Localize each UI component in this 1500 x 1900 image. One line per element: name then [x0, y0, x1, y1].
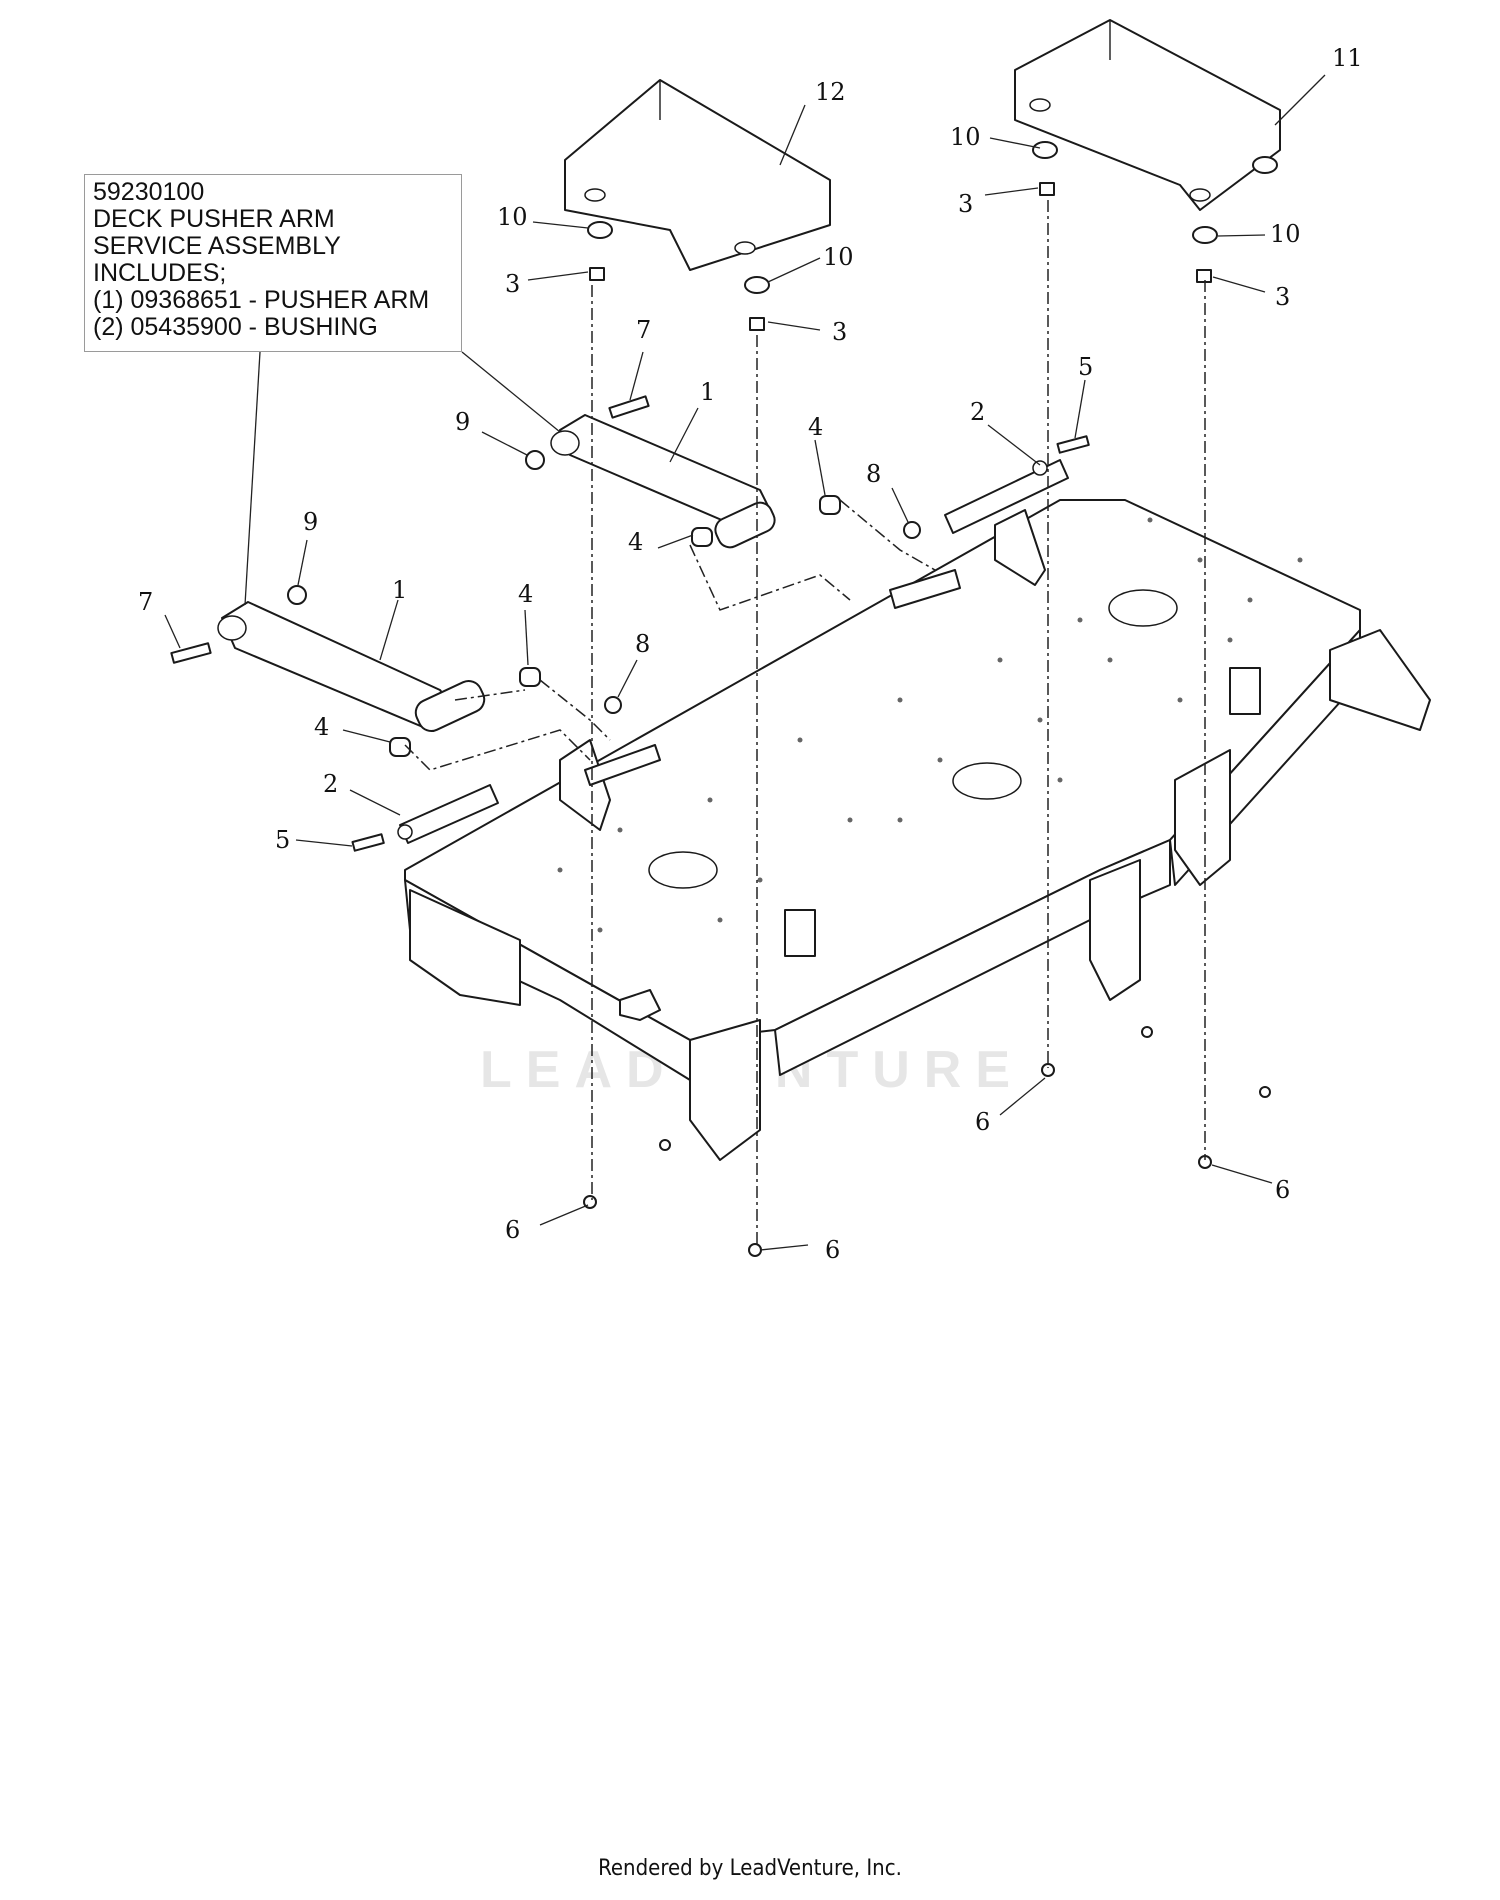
callout-4: 4 [808, 413, 823, 441]
callout-4: 4 [628, 528, 643, 556]
deck-cover-right [1014, 19, 1281, 211]
callout-labels: 12 11 10 3 10 3 10 3 10 3 7 1 9 5 2 4 8 … [138, 44, 1363, 1264]
note-line: DECK PUSHER ARM [93, 205, 335, 233]
note-line: (1) 09368651 - PUSHER ARM [93, 286, 430, 314]
callout-6: 6 [975, 1108, 990, 1136]
mower-deck [404, 499, 1431, 1161]
alignment-lines [404, 200, 1206, 1248]
callout-4: 4 [314, 713, 329, 741]
callout-8: 8 [635, 630, 650, 658]
callout-1: 1 [700, 378, 715, 406]
note-line: (2) 05435900 - BUSHING [93, 313, 378, 341]
callout-7: 7 [636, 316, 651, 344]
callout-10: 10 [1270, 220, 1301, 248]
callout-6: 6 [1275, 1176, 1290, 1204]
callout-6: 6 [505, 1216, 520, 1244]
callout-10: 10 [497, 203, 528, 231]
callout-9: 9 [303, 508, 318, 536]
callout-5: 5 [275, 826, 290, 854]
callout-1: 1 [392, 576, 407, 604]
callout-11: 11 [1332, 44, 1363, 72]
callout-2: 2 [323, 770, 338, 798]
callout-6: 6 [825, 1236, 840, 1264]
leader-lines [164, 74, 1326, 1251]
callout-3: 3 [505, 270, 520, 298]
pivot-rod-lower [397, 784, 499, 844]
callout-3: 3 [832, 318, 847, 346]
callout-7: 7 [138, 588, 153, 616]
pusher-arm-lower [217, 601, 486, 733]
note-line: INCLUDES; [93, 259, 227, 287]
service-assembly-note: 59230100 DECK PUSHER ARM SERVICE ASSEMBL… [84, 174, 462, 352]
callout-10: 10 [823, 243, 854, 271]
small-hardware [170, 141, 1278, 1257]
callout-2: 2 [970, 398, 985, 426]
callout-5: 5 [1078, 353, 1093, 381]
callout-12: 12 [815, 78, 846, 106]
callout-9: 9 [455, 408, 470, 436]
callout-8: 8 [866, 460, 881, 488]
deck-cover-left [564, 79, 831, 271]
render-credit: Rendered by LeadVenture, Inc. [598, 1856, 902, 1881]
note-part-number: 59230100 [93, 178, 205, 206]
callout-10: 10 [950, 123, 981, 151]
note-line: SERVICE ASSEMBLY [93, 232, 341, 260]
callout-3: 3 [1275, 283, 1290, 311]
callout-3: 3 [958, 190, 973, 218]
pusher-arm-upper [550, 414, 776, 549]
callout-4: 4 [518, 580, 533, 608]
pivot-rod-upper [944, 459, 1069, 534]
